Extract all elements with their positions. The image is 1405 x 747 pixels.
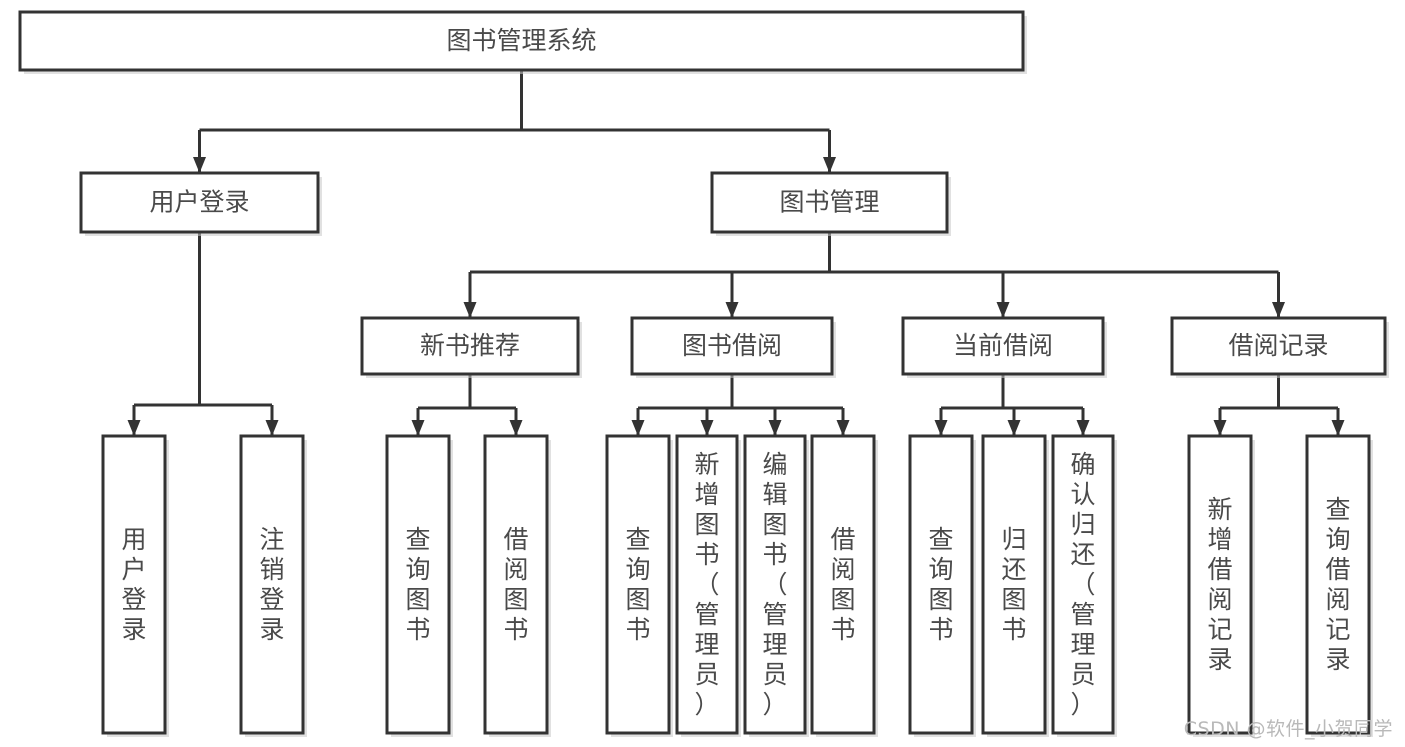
arrow-head-icon bbox=[127, 420, 141, 436]
node-label: 新增图书（管理员） bbox=[694, 450, 719, 719]
node-box[interactable] bbox=[1187, 434, 1253, 735]
arrow-head-icon bbox=[463, 302, 477, 318]
node-label: 编辑图书（管理员） bbox=[762, 450, 787, 719]
node-label: 图书管理系统 bbox=[446, 26, 596, 55]
node-box[interactable] bbox=[675, 434, 739, 735]
arrow-head-icon bbox=[411, 420, 425, 436]
connector-layer bbox=[127, 70, 1345, 436]
arrow-head-icon bbox=[1213, 420, 1227, 436]
node-label: 图书借阅 bbox=[682, 331, 782, 360]
node-label: 借阅图书 bbox=[503, 525, 528, 644]
node-leaf-confirm-return[interactable]: 确认归还（管理员） bbox=[1051, 434, 1117, 737]
node-box[interactable] bbox=[385, 434, 451, 735]
node-leaf-add-record[interactable]: 新增借阅记录 bbox=[1187, 434, 1255, 737]
node-label: 当前借阅 bbox=[953, 331, 1053, 360]
arrow-head-icon bbox=[768, 420, 782, 436]
arrow-head-icon bbox=[509, 420, 523, 436]
node-box[interactable] bbox=[18, 10, 1025, 72]
node-new-book-recommend[interactable]: 新书推荐 bbox=[360, 316, 582, 378]
node-leaf-query-book-1[interactable]: 查询图书 bbox=[385, 434, 453, 737]
node-leaf-query-record[interactable]: 查询借阅记录 bbox=[1305, 434, 1373, 737]
node-borrow-record[interactable]: 借阅记录 bbox=[1170, 316, 1389, 378]
node-user-login[interactable]: 用户登录 bbox=[79, 171, 322, 236]
arrow-head-icon bbox=[836, 420, 850, 436]
arrow-head-icon bbox=[1272, 302, 1285, 318]
node-book-borrow[interactable]: 图书借阅 bbox=[630, 316, 836, 378]
node-root[interactable]: 图书管理系统 bbox=[18, 10, 1027, 74]
node-leaf-add-book[interactable]: 新增图书（管理员） bbox=[675, 434, 741, 737]
arrow-head-icon bbox=[1076, 420, 1090, 436]
node-leaf-borrow-book-1[interactable]: 借阅图书 bbox=[483, 434, 551, 737]
node-label: 确认归还（管理员） bbox=[1070, 450, 1095, 719]
node-box[interactable] bbox=[908, 434, 974, 735]
node-book-management[interactable]: 图书管理 bbox=[710, 171, 951, 236]
arrow-head-icon bbox=[193, 157, 206, 173]
node-box[interactable] bbox=[630, 316, 834, 376]
node-label: 用户登录 bbox=[121, 525, 146, 644]
node-leaf-borrow-book-2[interactable]: 借阅图书 bbox=[810, 434, 878, 737]
arrow-head-icon bbox=[996, 302, 1010, 318]
node-label: 查询借阅记录 bbox=[1325, 495, 1350, 674]
node-label: 图书管理 bbox=[779, 188, 879, 217]
node-box[interactable] bbox=[483, 434, 549, 735]
node-label: 新增借阅记录 bbox=[1207, 495, 1232, 674]
node-leaf-edit-book[interactable]: 编辑图书（管理员） bbox=[743, 434, 809, 737]
node-box[interactable] bbox=[79, 171, 320, 234]
arrow-head-icon bbox=[700, 420, 714, 436]
watermark-label: CSDN @软件_小贺同学 bbox=[1183, 718, 1393, 740]
node-leaf-query-book-2[interactable]: 查询图书 bbox=[605, 434, 673, 737]
node-label: 借阅记录 bbox=[1228, 331, 1328, 360]
node-leaf-logout[interactable]: 注销登录 bbox=[239, 434, 307, 737]
node-box[interactable] bbox=[101, 434, 167, 735]
node-box[interactable] bbox=[1305, 434, 1371, 735]
node-layer: 图书管理系统用户登录图书管理新书推荐图书借阅当前借阅借阅记录用户登录注销登录查询… bbox=[18, 10, 1389, 737]
arrow-head-icon bbox=[1331, 420, 1345, 436]
node-label: 注销登录 bbox=[259, 525, 284, 644]
node-box[interactable] bbox=[810, 434, 876, 735]
node-box[interactable] bbox=[605, 434, 671, 735]
node-box[interactable] bbox=[901, 316, 1105, 376]
node-box[interactable] bbox=[360, 316, 580, 376]
node-box[interactable] bbox=[1170, 316, 1387, 376]
node-label: 查询图书 bbox=[625, 525, 650, 644]
arrow-head-icon bbox=[1007, 420, 1021, 436]
node-box[interactable] bbox=[1051, 434, 1115, 735]
node-leaf-query-book-3[interactable]: 查询图书 bbox=[908, 434, 976, 737]
arrow-head-icon bbox=[823, 157, 836, 173]
arrow-head-icon bbox=[265, 420, 279, 436]
node-leaf-return-book[interactable]: 归还图书 bbox=[981, 434, 1049, 737]
node-label: 查询图书 bbox=[405, 525, 430, 644]
node-label: 新书推荐 bbox=[420, 331, 520, 360]
node-leaf-user-login[interactable]: 用户登录 bbox=[101, 434, 169, 737]
arrow-head-icon bbox=[631, 420, 645, 436]
node-box[interactable] bbox=[743, 434, 807, 735]
node-box[interactable] bbox=[710, 171, 949, 234]
node-label: 用户登录 bbox=[149, 188, 249, 217]
node-label: 查询图书 bbox=[928, 525, 953, 644]
node-label: 归还图书 bbox=[1001, 525, 1026, 644]
arrow-head-icon bbox=[725, 302, 739, 318]
node-box[interactable] bbox=[981, 434, 1047, 735]
node-current-borrow[interactable]: 当前借阅 bbox=[901, 316, 1107, 378]
arrow-head-icon bbox=[934, 420, 948, 436]
node-box[interactable] bbox=[239, 434, 305, 735]
node-label: 借阅图书 bbox=[830, 525, 855, 644]
